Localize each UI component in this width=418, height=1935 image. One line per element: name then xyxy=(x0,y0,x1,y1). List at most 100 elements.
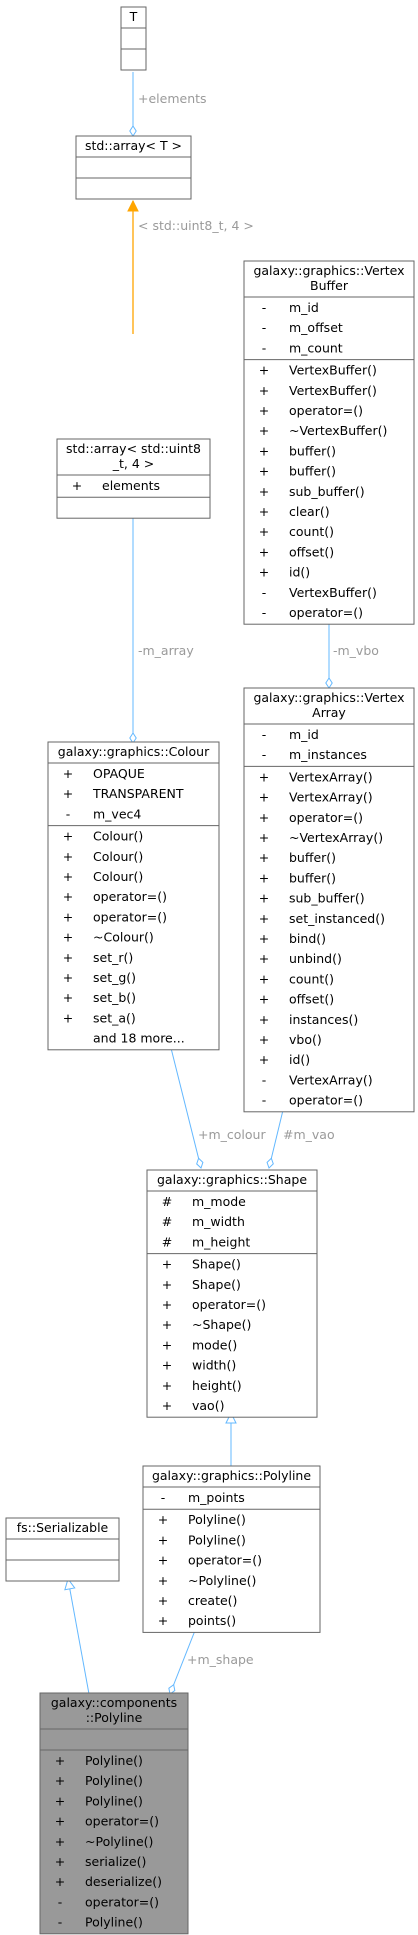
class-colour[interactable]: galaxy::graphics::Colour+OPAQUE+TRANSPAR… xyxy=(47,741,220,1051)
method-name: buffer() xyxy=(289,464,336,479)
class-shape[interactable]: galaxy::graphics::Shape#m_mode#m_width#m… xyxy=(146,1169,318,1418)
attribute-name: m_id xyxy=(289,300,319,315)
method-name: serialize() xyxy=(85,1854,146,1869)
method-visibility: + xyxy=(63,1010,73,1025)
method-visibility: - xyxy=(262,585,267,600)
class-vertex-buffer[interactable]: galaxy::graphics::VertexBuffer-m_id-m_of… xyxy=(243,260,415,625)
attribute-name: m_height xyxy=(192,1234,250,1249)
method-name: Shape() xyxy=(192,1277,241,1292)
edge-m-shape xyxy=(168,1627,197,1695)
method-visibility: + xyxy=(259,544,269,559)
method-visibility: + xyxy=(259,790,269,805)
method-name: Colour() xyxy=(93,869,143,884)
class-std-array-uint8[interactable]: std::array< std::uint8_t, 4 >+elements xyxy=(56,438,211,519)
method-visibility: + xyxy=(259,1032,269,1047)
method-visibility: - xyxy=(262,605,267,620)
method-visibility: + xyxy=(162,1317,172,1332)
method-visibility: - xyxy=(262,1093,267,1108)
method-visibility: + xyxy=(259,423,269,438)
attribute-name: elements xyxy=(102,478,160,493)
class-title: _t, 4 > xyxy=(112,456,155,471)
method-visibility: + xyxy=(63,829,73,844)
class-title: Array xyxy=(312,705,346,720)
attribute-name: m_count xyxy=(289,340,343,355)
method-visibility: + xyxy=(259,769,269,784)
class-polyline-gfx[interactable]: galaxy::graphics::Polyline-m_points+Poly… xyxy=(142,1465,321,1633)
class-box-frame xyxy=(5,1517,120,1582)
class-title: fs::Serializable xyxy=(17,1520,109,1535)
method-name: deserialize() xyxy=(85,1874,162,1889)
method-name: id() xyxy=(289,1052,310,1067)
method-name: bind() xyxy=(289,931,326,946)
method-visibility: + xyxy=(259,504,269,519)
method-visibility: + xyxy=(55,1773,65,1788)
method-visibility: + xyxy=(55,1874,65,1889)
method-name: set_r() xyxy=(93,950,133,965)
edge-m-vao xyxy=(266,1105,285,1169)
attribute-visibility: - xyxy=(262,747,267,762)
class-T[interactable]: T xyxy=(120,6,147,71)
edge-label-m-vbo: -m_vbo xyxy=(333,643,379,658)
method-visibility: + xyxy=(259,464,269,479)
edge-label-m-colour: +m_colour xyxy=(198,1127,266,1142)
method-name: Colour() xyxy=(93,849,143,864)
method-visibility: + xyxy=(259,524,269,539)
class-title: ::Polyline xyxy=(86,1710,143,1725)
attribute-name: m_mode xyxy=(192,1194,246,1209)
method-name: operator=() xyxy=(188,1553,262,1568)
method-name: vao() xyxy=(192,1398,224,1413)
method-name: Polyline() xyxy=(188,1512,246,1527)
method-name: mode() xyxy=(192,1337,237,1352)
method-name: operator=() xyxy=(289,1093,363,1108)
method-name: create() xyxy=(188,1593,237,1608)
attribute-name: m_id xyxy=(289,727,319,742)
method-visibility: + xyxy=(259,810,269,825)
class-box-frame xyxy=(56,438,211,519)
method-name: count() xyxy=(289,524,334,539)
method-visibility: + xyxy=(162,1398,172,1413)
attribute-name: m_width xyxy=(192,1214,245,1229)
method-visibility: + xyxy=(158,1573,168,1588)
attribute-visibility: + xyxy=(72,478,82,493)
method-name: ~Colour() xyxy=(93,930,154,945)
attribute-name: m_instances xyxy=(289,747,367,762)
class-std-array-T[interactable]: std::array< T > xyxy=(75,135,192,200)
edges: +elements < std::uint8_t, 4 > -m_vbo -m_… xyxy=(68,72,379,1695)
class-serializable[interactable]: fs::Serializable xyxy=(5,1517,120,1582)
method-name: sub_buffer() xyxy=(289,891,365,906)
method-visibility: + xyxy=(162,1297,172,1312)
method-visibility: + xyxy=(55,1753,65,1768)
class-box-frame xyxy=(146,1169,318,1418)
method-name: count() xyxy=(289,971,334,986)
method-name: operator=() xyxy=(192,1297,266,1312)
method-visibility: + xyxy=(259,484,269,499)
method-visibility: + xyxy=(162,1277,172,1292)
class-vertex-array[interactable]: galaxy::graphics::VertexArray-m_id-m_ins… xyxy=(243,687,415,1113)
method-visibility: + xyxy=(63,849,73,864)
method-name: operator=() xyxy=(93,889,167,904)
method-visibility: + xyxy=(63,950,73,965)
method-name: ~Polyline() xyxy=(188,1573,256,1588)
method-visibility: + xyxy=(63,909,73,924)
method-name: set_b() xyxy=(93,990,136,1005)
method-name: ~Shape() xyxy=(192,1317,251,1332)
method-visibility: + xyxy=(55,1854,65,1869)
method-name: Polyline() xyxy=(188,1532,246,1547)
method-visibility: + xyxy=(55,1793,65,1808)
method-visibility: + xyxy=(259,971,269,986)
method-name: offset() xyxy=(289,544,334,559)
class-components-polyline[interactable]: galaxy::components::Polyline+Polyline()+… xyxy=(39,1692,189,1935)
method-name: VertexArray() xyxy=(289,769,373,784)
method-visibility: + xyxy=(259,931,269,946)
method-name: ~VertexBuffer() xyxy=(289,423,387,438)
edge-label-m-array: -m_array xyxy=(138,643,194,658)
method-visibility: + xyxy=(259,403,269,418)
method-name: ~Polyline() xyxy=(85,1834,153,1849)
method-name: Shape() xyxy=(192,1257,241,1272)
method-name: Polyline() xyxy=(85,1753,143,1768)
method-name: Colour() xyxy=(93,829,143,844)
method-visibility: + xyxy=(259,850,269,865)
method-name: Polyline() xyxy=(85,1915,143,1930)
